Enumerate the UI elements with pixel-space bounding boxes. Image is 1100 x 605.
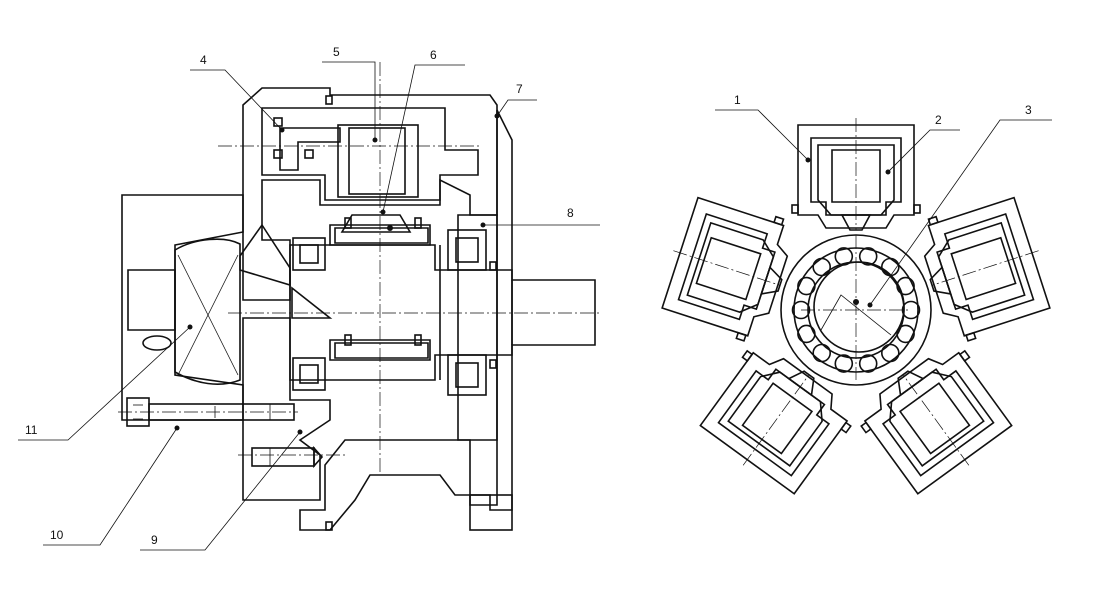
roller [834,354,854,373]
bearing-right-bottom [447,354,487,396]
callout-5: 5 [333,45,340,59]
radial-cylinder [860,349,1013,495]
radial-view [661,118,1051,495]
bearing-left-top [292,237,326,271]
roller [797,276,816,296]
seal-ring [273,117,283,127]
roller [812,343,832,363]
radial-cylinder [699,349,852,495]
piston-bore [337,124,419,198]
callout-9: 9 [151,533,158,547]
callout-8: 8 [567,206,574,220]
callouts: 1 2 3 4 5 6 7 8 9 10 [18,45,1052,551]
housing-lower [242,317,331,501]
callout-10: 10 [50,528,64,542]
eccentric-cam [329,224,431,361]
roller [812,257,832,277]
callout-4: 4 [200,53,207,67]
cam-cavity [174,238,241,385]
callout-3: 3 [1025,103,1032,117]
cover-port [142,335,172,351]
outer-shell [299,109,513,531]
cylinder-group [661,118,1051,495]
callout-7: 7 [516,82,523,96]
section-view [118,62,600,531]
mounting-foot [469,494,513,531]
end-cover [121,194,244,421]
cylinder-insert [261,107,479,201]
radial-cylinder [661,196,789,342]
roller [797,324,816,344]
output-shaft [289,244,596,381]
roller [858,354,878,373]
radial-cylinder [791,118,921,231]
piston-shoe [340,214,412,233]
callout-2: 2 [935,113,942,127]
roller [858,247,878,266]
roller [896,324,915,344]
callout-1: 1 [734,93,741,107]
set-screw [251,445,324,469]
bearing-left-bottom [292,357,326,391]
callout-11: 11 [25,423,38,437]
radial-cylinder [923,196,1051,342]
roller [896,276,915,296]
roller [901,300,921,320]
eccentric-shaft [813,261,905,353]
callout-6: 6 [430,48,437,62]
bearing-right-top [447,229,487,271]
roller [880,343,900,363]
